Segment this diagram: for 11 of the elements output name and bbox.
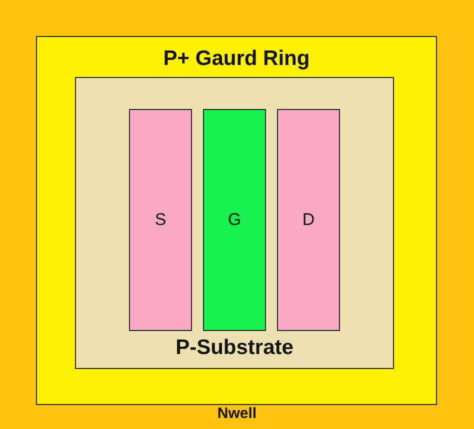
guard-ring-region xyxy=(36,36,437,405)
substrate-region xyxy=(75,77,394,369)
source-region xyxy=(129,109,192,331)
terminal-label: G xyxy=(226,210,242,230)
region-label: P-Substrate xyxy=(174,336,294,360)
terminal-label: S xyxy=(154,210,168,230)
region-label: P+ Gaurd Ring xyxy=(162,47,311,71)
region-label: Nwell xyxy=(216,405,258,422)
gate-region xyxy=(203,109,266,331)
drain-region xyxy=(277,109,340,331)
terminal-label: D xyxy=(301,210,316,230)
